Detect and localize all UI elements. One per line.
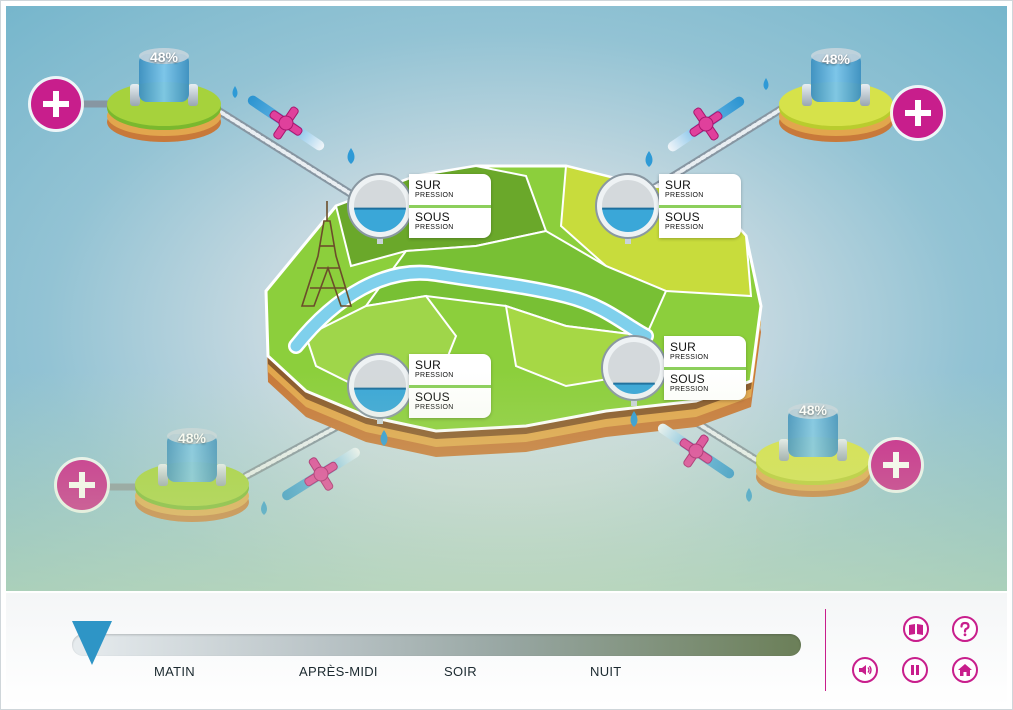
over-pressure-sub: PRESSION [665, 192, 704, 199]
over-pressure-label: SUR [415, 358, 441, 372]
add-water-button-top-left[interactable] [31, 79, 81, 129]
over-pressure-label: SUR [670, 340, 696, 354]
under-pressure-sub: PRESSION [665, 224, 704, 231]
reservoir-level-bottom-right: 48% [798, 402, 828, 418]
game-scene: SUR PRESSION SOUS PRESSION SUR PRESSION … [6, 6, 1007, 591]
timeline-track[interactable] [72, 634, 801, 656]
over-pressure-sub: PRESSION [415, 372, 454, 379]
gauge-separator [659, 205, 741, 208]
home-button[interactable] [952, 657, 978, 683]
dial-water-level [354, 208, 406, 232]
gauge-separator [409, 385, 491, 388]
toolbar-divider [825, 609, 826, 691]
under-pressure-sub: PRESSION [415, 224, 454, 231]
under-pressure-label: SOUS [415, 390, 450, 404]
pressure-dial-nw [347, 173, 413, 244]
timeline-label-afternoon: APRÈS-MIDI [299, 664, 378, 679]
reservoir-top-right [779, 48, 893, 142]
reservoir-bottom-left [135, 428, 249, 522]
gauge-label-ne: SUR PRESSION SOUS PRESSION [659, 174, 741, 238]
add-water-button-top-right[interactable] [893, 88, 943, 138]
scene-art [74, 48, 930, 522]
reservoir-level-top-left: 48% [149, 49, 179, 65]
valve-top-right[interactable] [659, 84, 754, 164]
pressure-dial-sw [347, 353, 413, 424]
add-water-button-bottom-left[interactable] [57, 460, 107, 510]
over-pressure-sub: PRESSION [415, 192, 454, 199]
pressure-dial-ne [595, 173, 661, 244]
dial-water-level [613, 383, 655, 394]
bottom-toolbar: MATIN APRÈS-MIDI SOIR NUIT [6, 593, 1007, 706]
reservoir-bottom-right [756, 403, 870, 497]
help-button[interactable] [952, 616, 978, 642]
valve-bottom-left[interactable] [273, 435, 368, 513]
reservoir-level-bottom-left: 48% [177, 430, 207, 446]
dial-water-level [354, 388, 406, 412]
valve-bottom-right[interactable] [649, 411, 744, 491]
water-drop-icons [232, 78, 769, 515]
dial-water-level [602, 208, 654, 233]
timeline-label-morning: MATIN [154, 664, 195, 679]
reservoir-level-top-right: 48% [821, 51, 851, 67]
sound-button[interactable] [852, 657, 878, 683]
timeline-label-evening: SOIR [444, 664, 477, 679]
gauge-separator [664, 367, 746, 370]
book-icon [909, 624, 923, 635]
under-pressure-label: SOUS [670, 372, 705, 386]
under-pressure-label: SOUS [665, 210, 700, 224]
over-pressure-sub: PRESSION [670, 354, 709, 361]
under-pressure-sub: PRESSION [415, 404, 454, 411]
over-pressure-label: SUR [665, 178, 691, 192]
gauge-separator [409, 205, 491, 208]
add-water-button-bottom-right[interactable] [871, 440, 921, 490]
gauge-label-se: SUR PRESSION SOUS PRESSION [664, 336, 746, 400]
pressure-dial-se [601, 335, 667, 406]
valve-top-left[interactable] [239, 83, 334, 163]
book-button[interactable] [903, 616, 929, 642]
under-pressure-label: SOUS [415, 210, 450, 224]
under-pressure-sub: PRESSION [670, 386, 709, 393]
speaker-icon [859, 665, 872, 675]
reservoir-top-left [107, 48, 221, 142]
dial-face [608, 342, 660, 394]
pressure-dials [347, 173, 667, 424]
timeline-label-night: NUIT [590, 664, 622, 679]
over-pressure-label: SUR [415, 178, 441, 192]
gauge-label-sw: SUR PRESSION SOUS PRESSION [409, 354, 491, 418]
pause-button[interactable] [902, 657, 928, 683]
pause-icon [911, 665, 919, 675]
home-icon [958, 664, 972, 676]
timeline-handle[interactable] [72, 621, 112, 665]
question-icon [960, 621, 970, 637]
gauge-label-nw: SUR PRESSION SOUS PRESSION [409, 174, 491, 238]
eiffel-tower-icon [300, 201, 353, 307]
